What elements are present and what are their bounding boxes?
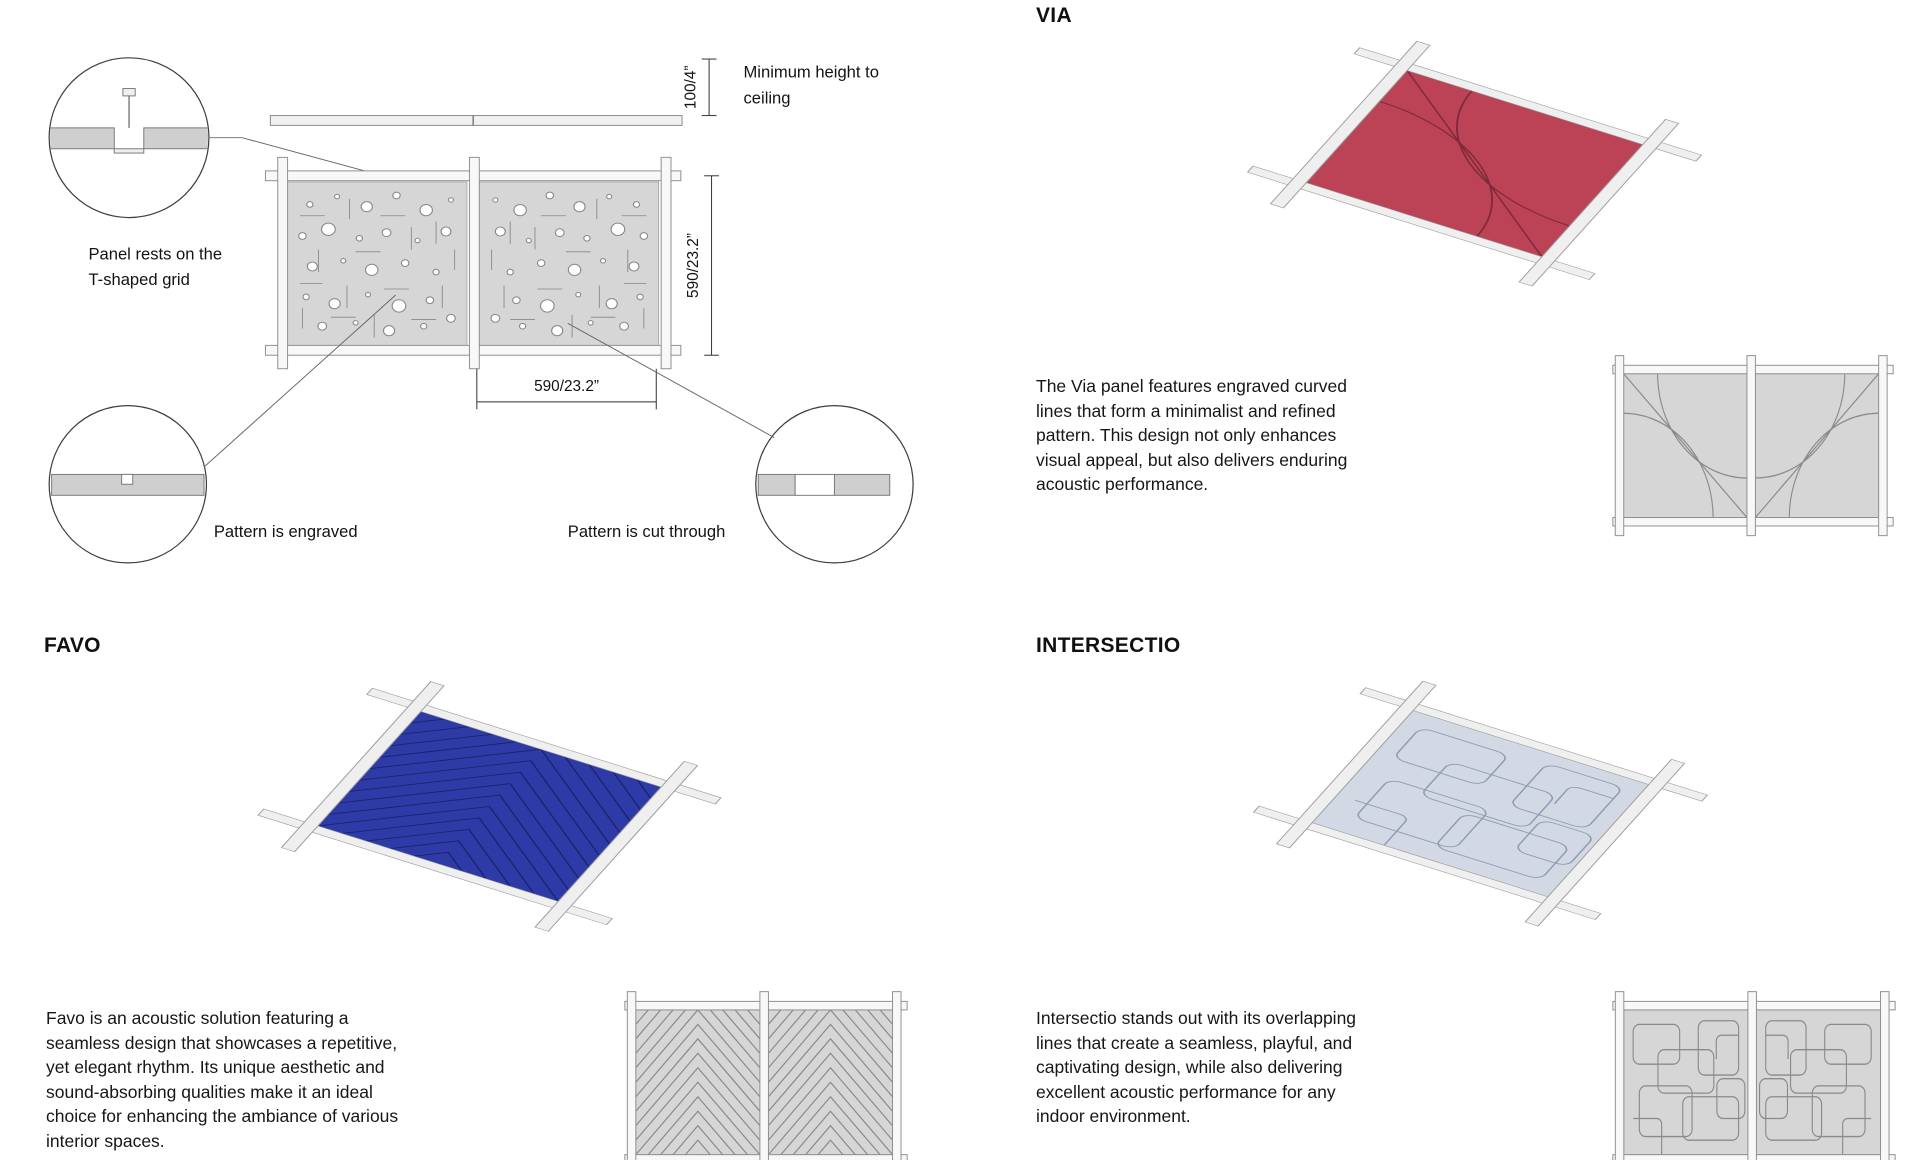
technical-diagram: 100/4” 590/23.2” 590/23.2” Minimum heigh… [48, 57, 914, 564]
min-height-label-line2: ceiling [744, 88, 791, 107]
via-isometric-view [1246, 40, 1703, 287]
via-top-view [1612, 355, 1894, 537]
panel-rests-label-line1: Panel rests on the [88, 244, 222, 263]
intersectio-isometric-view [1252, 680, 1709, 927]
dim-panel-width-label: 590/23.2” [534, 378, 599, 395]
favo-isometric-view [257, 681, 722, 932]
favo-description: Favo is an acoustic solution featuring a… [46, 1008, 399, 1151]
plan-view-panels [287, 181, 660, 346]
plan-view-grid [264, 156, 682, 370]
dimension-ceiling-height: 100/4” [683, 58, 717, 117]
engraved-label: Pattern is engraved [214, 522, 358, 541]
leader-engraved [203, 294, 397, 468]
leader-grid-section [208, 137, 401, 182]
dim-ceiling-height-label: 100/4” [683, 66, 700, 110]
min-height-label-line1: Minimum height to [744, 62, 879, 81]
intersectio-title: INTERSECTIO [1036, 634, 1181, 657]
favo-title: FAVO [44, 634, 101, 657]
detail-t-grid-section [48, 57, 210, 219]
intersectio-panel-face [1311, 710, 1650, 898]
via-top-view-grid [1612, 355, 1894, 537]
intersectio-description: Intersectio stands out with its overlapp… [1036, 1008, 1357, 1126]
dim-panel-height-label: 590/23.2” [685, 233, 702, 298]
intersectio-top-view-grid [1612, 991, 1896, 1160]
favo-top-view-grid [624, 991, 908, 1160]
favo-grid-rails [257, 681, 722, 932]
panel-rests-label-line2: T-shaped grid [88, 270, 189, 289]
dimension-panel-width: 590/23.2” [476, 368, 657, 410]
via-grid-rails [1246, 40, 1703, 287]
via-description: The Via panel features engraved curved l… [1036, 376, 1348, 494]
intersectio-grid-rails [1252, 680, 1709, 927]
cut-through-label: Pattern is cut through [568, 522, 726, 541]
ceiling-section [269, 115, 683, 126]
detail-engraved-section [48, 404, 208, 564]
via-title: VIA [1036, 4, 1072, 27]
detail-cut-through-section [755, 404, 914, 564]
dimension-panel-height: 590/23.2” [685, 175, 719, 356]
leader-cut-through [567, 322, 775, 438]
favo-top-view [624, 991, 908, 1160]
intersectio-top-view [1612, 991, 1896, 1160]
